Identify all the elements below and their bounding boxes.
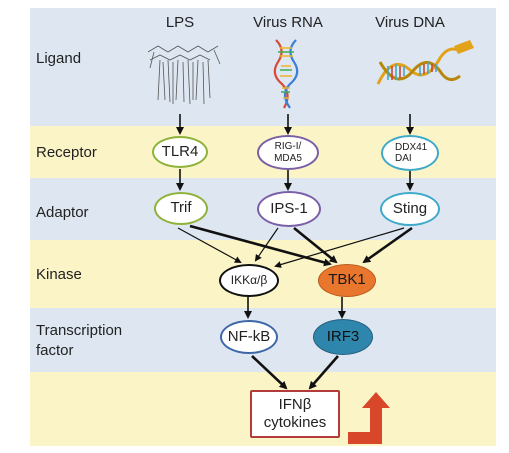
node-tlr4: TLR4 [152,136,208,168]
node-ips-1: IPS-1 [257,191,321,227]
row-label-ligand: Ligand [36,50,82,67]
node-rig-i-mda5: RIG-I/ DAI MDA5 [257,135,319,170]
node-ddx41-dai: DDX41 DAI [381,135,439,171]
node-tbk1-label: TBK1 [328,271,366,289]
output-cytokines-label: cytokines [263,414,327,431]
row-label-receptor: Receptor [36,144,97,161]
node-dai-label: DAI [395,153,412,164]
row-label-factor: factor [36,342,74,359]
column-header-lps: LPS [165,14,195,31]
row-label-adaptor: Adaptor [36,204,89,221]
upregulation-arrow-icon [348,392,390,444]
node-sting: Sting [380,192,440,226]
node-irf3-label: IRF3 [326,327,360,345]
node-nf-kb-label: NF-kB [227,327,271,345]
node-tbk1: TBK1 [318,264,376,297]
node-rig-label: RIG-I/ [274,141,302,152]
node-nf-kb: NF-kB [220,320,278,354]
node-ikk-alpha-beta: IKKα/β [219,264,279,297]
node-irf3: IRF3 [313,319,373,355]
row-label-kinase: Kinase [36,266,82,283]
node-trif-label: Trif [170,199,192,217]
node-sting-label: Sting [392,199,428,217]
node-mda5-label-visible: MDA5 [274,152,302,164]
node-tlr4-label: TLR4 [161,142,199,160]
row-label-transcription: Transcription [36,322,123,339]
node-ikk-label: IKKα/β [230,272,268,287]
node-trif: Trif [154,192,208,225]
lps-molecule-image [147,45,221,105]
output-ifn-beta-label: IFNβ [278,396,312,413]
column-header-virus-rna: Virus RNA [253,14,323,31]
output-ifn-beta-box: IFNβ cytokines [250,390,340,438]
virus-rna-image [273,39,299,109]
node-ips-1-label: IPS-1 [270,199,308,217]
node-ddx41-label: DDX41 [395,141,428,153]
column-header-virus-dna: Virus DNA [375,14,445,31]
virus-dna-image [376,40,474,85]
